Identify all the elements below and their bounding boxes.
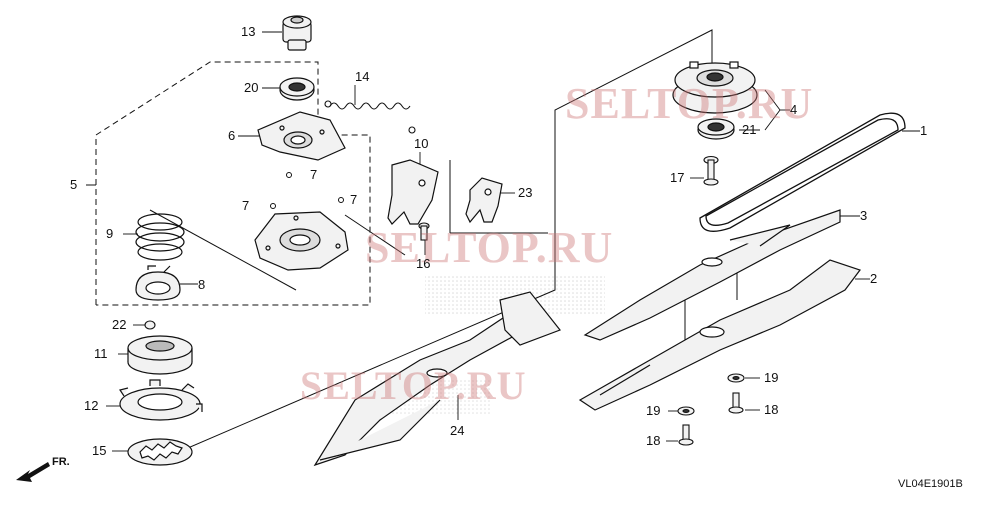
part-23-bracket [465, 177, 503, 224]
part-8-clip [135, 265, 181, 301]
part-7-balls [270, 172, 344, 209]
part-9-coil-spring [135, 213, 185, 261]
part-15-star-washer [127, 438, 193, 466]
part-3-upper-blade [583, 209, 841, 341]
part-11-pulley-hub [127, 335, 193, 375]
part-6-lower-plate [254, 211, 349, 271]
callout-22: 22 [112, 317, 127, 332]
callout-7: 7 [310, 167, 318, 182]
callout-3: 3 [860, 208, 868, 223]
callout-15: 15 [92, 443, 107, 458]
callout-21: 21 [742, 122, 757, 137]
callout-5: 5 [70, 177, 78, 192]
part-24-blade [313, 291, 561, 467]
callout-13: 13 [241, 24, 256, 39]
part-4-pulley [672, 61, 758, 114]
assembly-group-box [86, 61, 371, 306]
callout-4: 4 [790, 102, 798, 117]
part-21-bearing [697, 118, 735, 140]
callout-19: 19 [646, 403, 661, 418]
part-10-bracket [387, 159, 439, 225]
callout-7: 7 [350, 192, 358, 207]
callout-24: 24 [450, 423, 465, 438]
front-direction-label: FR. [52, 456, 70, 468]
part-2-lower-blade [578, 259, 861, 411]
leader-lines [106, 31, 920, 452]
part-18-bolts [678, 392, 744, 446]
callout-19: 19 [764, 370, 779, 385]
part-1-belt [699, 112, 906, 232]
part-17-bolt [703, 155, 719, 186]
callout-16: 16 [416, 256, 431, 271]
part-14-spring [324, 100, 416, 134]
callout-12: 12 [84, 398, 99, 413]
part-12-notched-ring [119, 379, 203, 421]
callout-11: 11 [94, 346, 108, 361]
callout-8: 8 [198, 277, 206, 292]
front-direction-arrow [16, 462, 50, 482]
diagram-code: VL04E1901B [898, 478, 963, 490]
callout-18: 18 [646, 433, 661, 448]
callout-10: 10 [414, 136, 429, 151]
part-22-pin [144, 320, 156, 330]
part-19-washers [677, 373, 745, 416]
blade-guide-lines [149, 29, 738, 461]
callout-1: 1 [920, 123, 928, 138]
part-16-bolt [418, 222, 430, 241]
callout-6: 6 [228, 128, 236, 143]
part-20-bearing [279, 77, 315, 101]
callout-14: 14 [355, 69, 370, 84]
callout-17: 17 [670, 170, 685, 185]
part-13-nut [282, 15, 312, 51]
callout-2: 2 [870, 271, 878, 286]
callout-23: 23 [518, 185, 533, 200]
callout-9: 9 [106, 226, 114, 241]
part-6-bracket-plate [257, 111, 346, 161]
callout-18: 18 [764, 402, 779, 417]
callout-7: 7 [242, 198, 250, 213]
callout-20: 20 [244, 80, 259, 95]
